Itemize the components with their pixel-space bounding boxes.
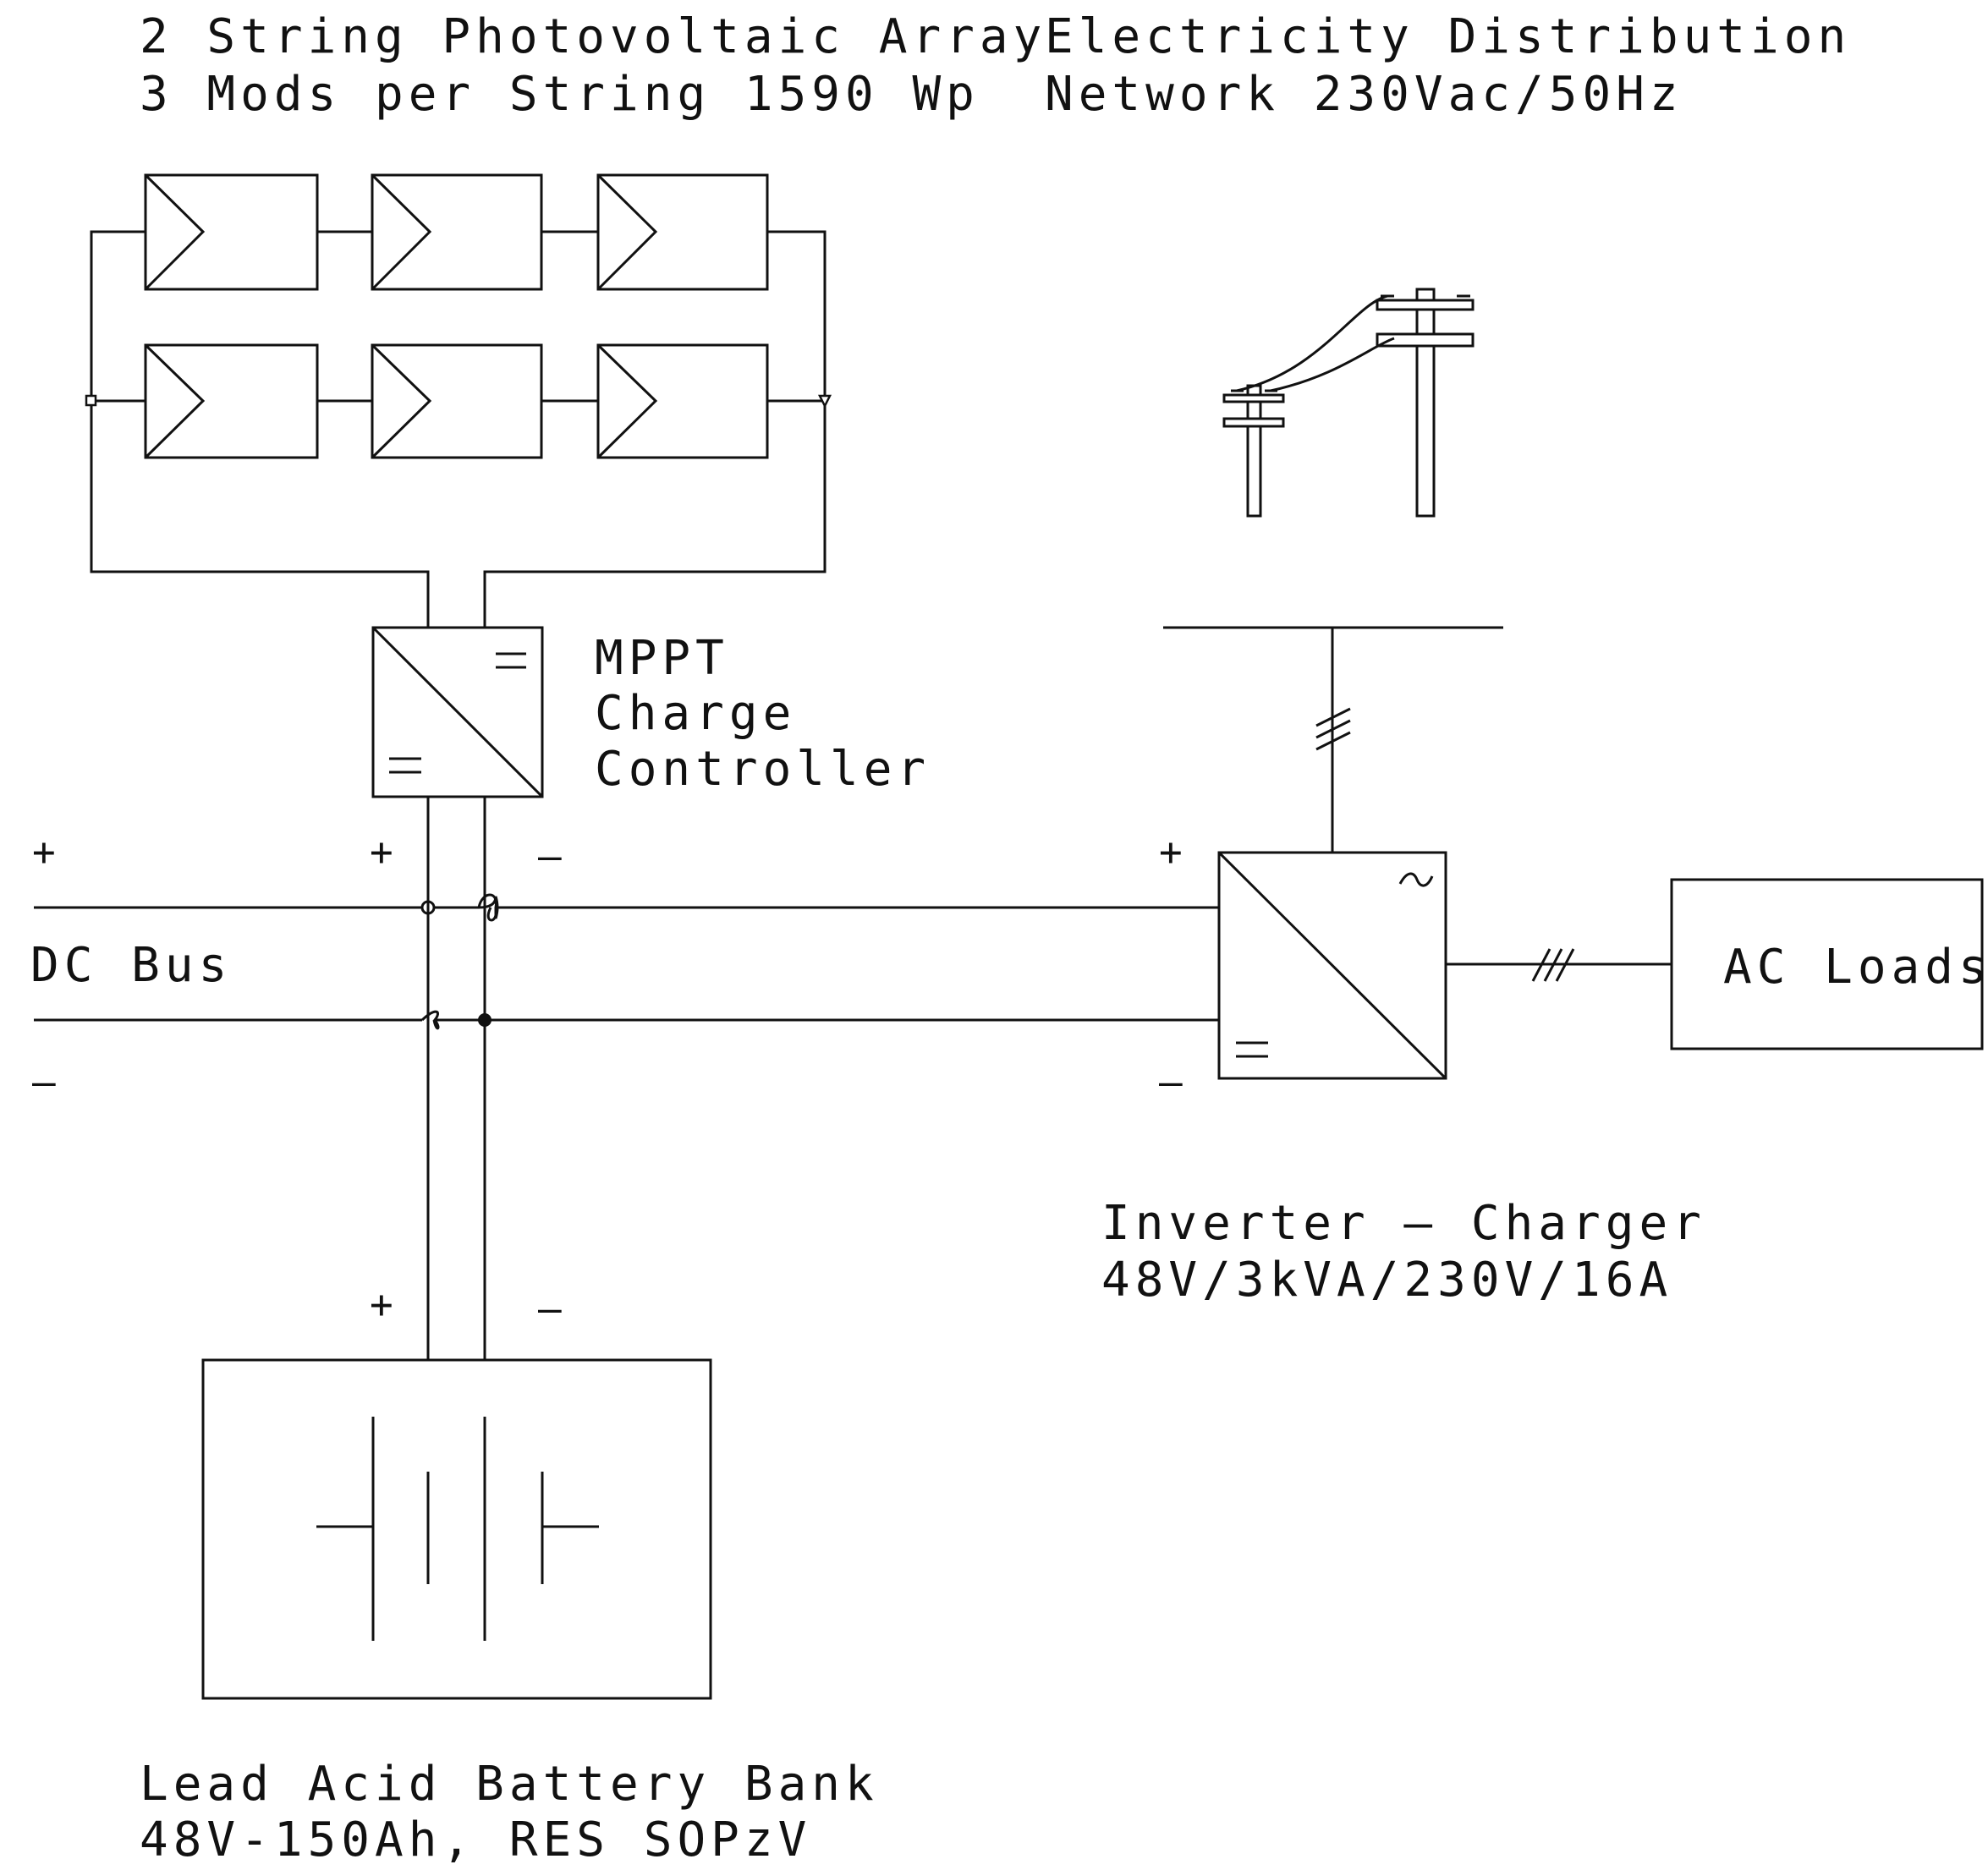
pv-array <box>85 173 832 628</box>
inverter-plus-sign: + <box>1159 829 1183 875</box>
battery-title-line2: 48V-150Ah, RES SOPzV <box>140 1812 811 1867</box>
dc-bus-label: DC Bus <box>30 938 232 993</box>
charge-controller-label-line3: Controller <box>595 742 931 797</box>
pv-module <box>596 173 769 291</box>
three-phase-mark <box>1531 948 1575 982</box>
pv-module <box>596 343 769 459</box>
dc-bus <box>34 797 1218 1360</box>
pv-module <box>371 173 543 291</box>
grid-title-line2: Network 230Vac/50Hz <box>1045 67 1683 122</box>
charge-controller-label-line2: Charge <box>595 686 796 741</box>
controller-minus-sign: – <box>538 833 562 879</box>
battery-plus-sign: + <box>370 1281 393 1327</box>
mppt-charge-controller <box>371 626 544 798</box>
pv-array-title-line1: 2 String Photovoltaic Array <box>140 9 1046 64</box>
three-phase-mark <box>1315 707 1351 751</box>
inverter-title-line2: 48V/3kVA/230V/16A <box>1101 1253 1672 1308</box>
battery-title-line1: Lead Acid Battery Bank <box>140 1757 879 1812</box>
pv-module <box>144 343 319 459</box>
pv-array-title-line2: 3 Mods per String 1590 Wp <box>140 67 980 122</box>
inverter-charger <box>1217 851 1447 1080</box>
controller-plus-sign: + <box>370 829 393 875</box>
dc-bus-minus-sign: – <box>32 1059 56 1105</box>
pv-module <box>144 173 319 291</box>
distribution-network-poles <box>1222 288 1475 518</box>
ac-loads-box <box>1670 878 1984 1050</box>
grid-title-line1: Electricity Distribution <box>1045 9 1851 64</box>
battery-minus-sign: – <box>538 1286 562 1331</box>
battery-bank <box>201 1358 712 1700</box>
ac-loads-label: AC Loads <box>1723 940 1988 995</box>
pv-module <box>371 343 543 459</box>
dc-bus-plus-sign: + <box>32 829 56 875</box>
inverter-title-line1: Inverter – Charger <box>1101 1196 1706 1251</box>
inverter-minus-sign: – <box>1159 1059 1183 1105</box>
charge-controller-label-line1: MPPT <box>595 631 729 686</box>
